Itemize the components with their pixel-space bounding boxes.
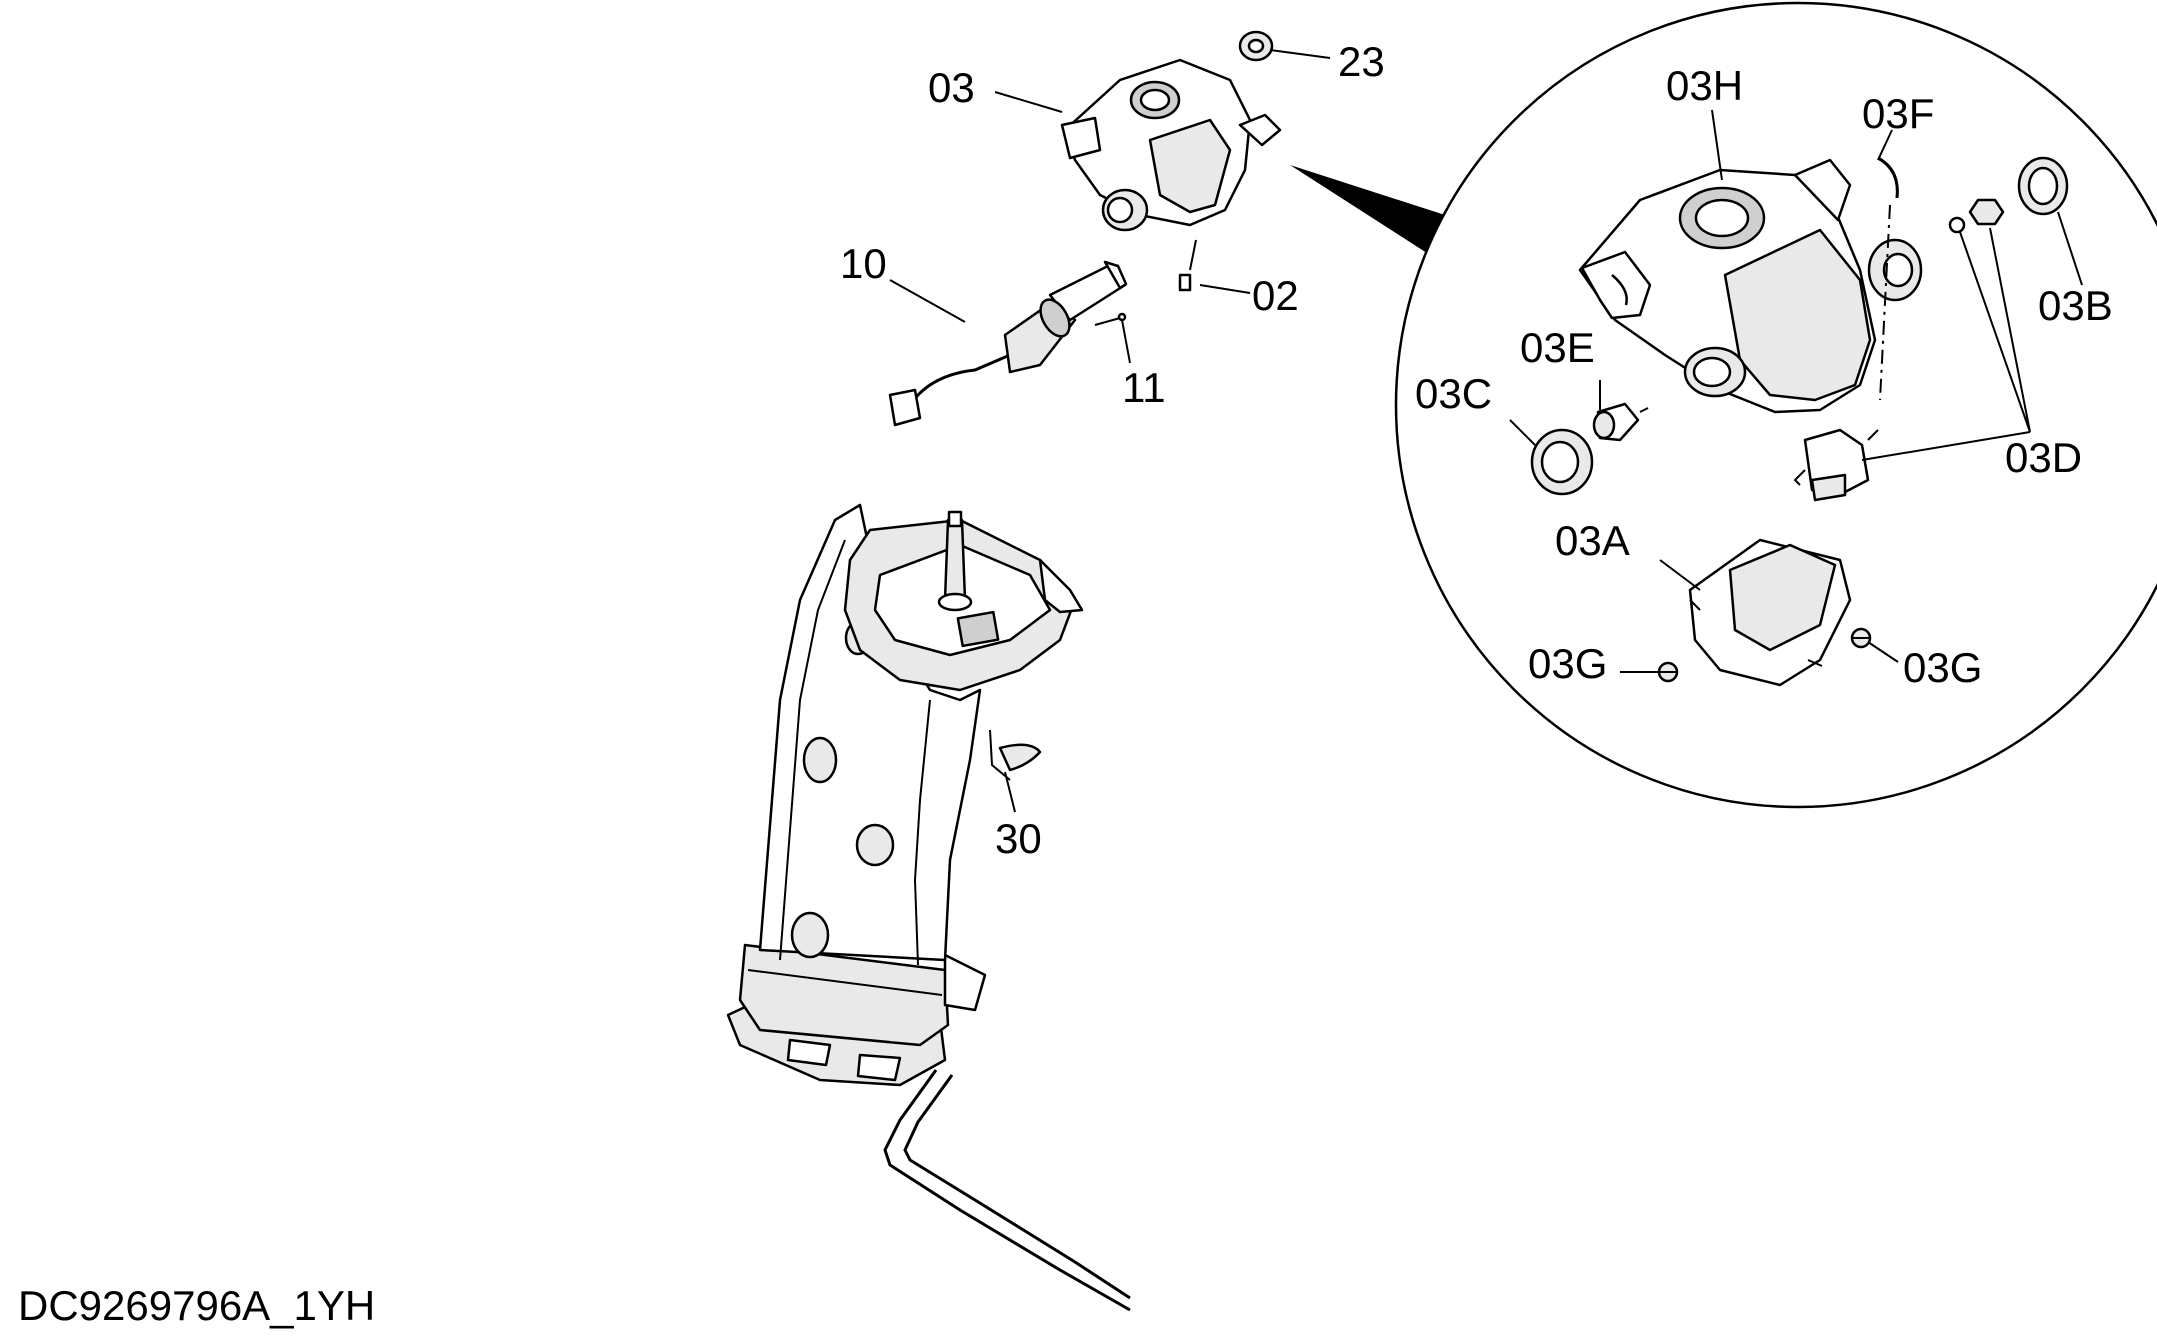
leader-lines: [889, 49, 2083, 813]
callout-30: 30: [995, 815, 1042, 862]
part-10-switch-lever: [888, 260, 1128, 427]
part-03D-switch-set: [1793, 198, 2005, 502]
part-03A-module: [1688, 538, 1852, 687]
part-23-nut: [1238, 30, 1274, 62]
part-03-housing: [1060, 58, 1282, 292]
callout-11: 11: [1122, 364, 1166, 411]
part-03E-button: [1592, 402, 1649, 442]
callout-03H: 03H: [1666, 62, 1743, 109]
callout-03G-left: 03G: [1528, 640, 1607, 687]
part-03F-clip: [1877, 156, 1899, 401]
callout-03A: 03A: [1555, 517, 1630, 564]
part-30-clip: [989, 729, 1042, 781]
part-03C-cap: [1530, 428, 1594, 496]
callout-03F: 03F: [1862, 90, 1934, 137]
callout-03B: 03B: [2038, 282, 2113, 329]
callout-03C: 03C: [1415, 370, 1492, 417]
callout-10: 10: [840, 240, 887, 287]
callout-03D: 03D: [2005, 434, 2082, 481]
part-03G-screw-right: [1850, 627, 1872, 649]
callout-02: 02: [1252, 272, 1299, 319]
part-03H-housing: [1578, 158, 1923, 414]
callout-23: 23: [1338, 38, 1385, 85]
document-id: DC9269796A_1YH: [18, 1282, 375, 1329]
joystick-grip-body: [726, 503, 1131, 1312]
part-11-pin: [1094, 312, 1127, 326]
callout-03: 03: [928, 64, 975, 111]
part-03G-screw-left: [1657, 661, 1679, 683]
callout-03E: 03E: [1520, 324, 1595, 371]
part-03B-ring: [2017, 156, 2069, 216]
callout-03G-right: 03G: [1903, 644, 1982, 691]
